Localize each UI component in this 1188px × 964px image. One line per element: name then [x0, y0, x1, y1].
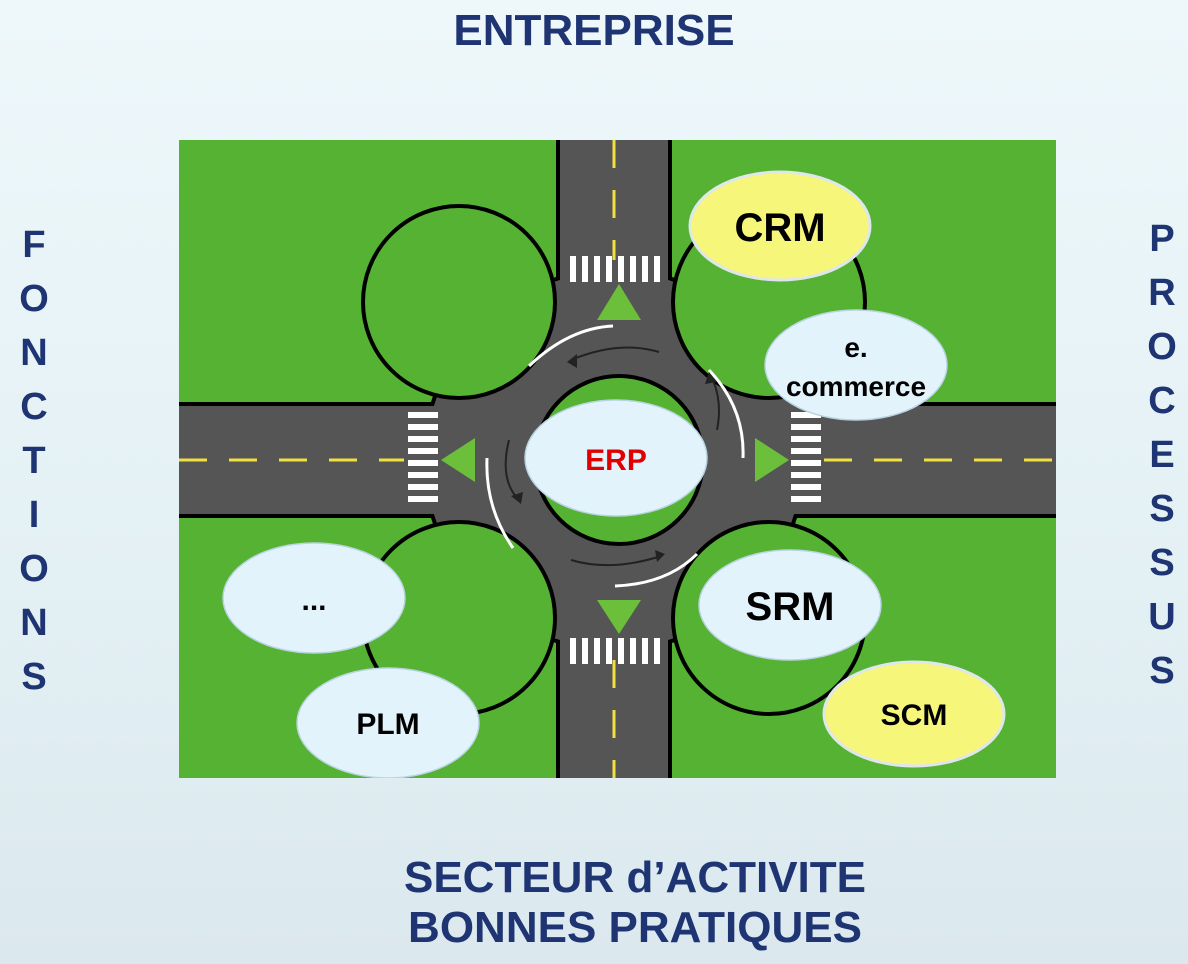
crosswalk-bottom [570, 638, 660, 664]
arrow-up-icon [597, 284, 641, 320]
rotation-arrowheads [511, 354, 717, 562]
vertical-label-processus: P R O C E S S U S [1147, 218, 1177, 692]
arrow-right-icon [755, 438, 789, 482]
crosswalk-left [408, 412, 438, 502]
vertical-label-fonctions: F O N C T I O N S [19, 224, 49, 698]
crm-bubble [688, 170, 872, 282]
crosswalk-right [791, 412, 821, 502]
ecommerce-label-line2: commerce [786, 371, 926, 402]
srm-label: SRM [746, 585, 835, 629]
lane-markings [179, 140, 1056, 778]
srm-bubble [698, 549, 882, 661]
roundabout-diagram: ERP CRM e. commerce SRM SCM PLM ... [179, 140, 1056, 778]
title-bottom: SECTEUR d’ACTIVITE BONNES PRATIQUES [210, 853, 1060, 953]
title-top: ENTREPRISE [453, 6, 735, 55]
ecommerce-bubble [764, 309, 948, 421]
crosswalk-top [570, 256, 660, 282]
etc-label: ... [301, 584, 326, 617]
title-bottom-line1: SECTEUR d’ACTIVITE [403, 853, 867, 902]
etc-bubble [222, 542, 406, 654]
plm-bubble [296, 667, 480, 778]
title-bottom-line2: BONNES PRATIQUES [408, 903, 862, 952]
erp-label: ERP [585, 444, 647, 477]
guide-lines [485, 324, 745, 588]
scm-bubble [822, 660, 1006, 768]
ecommerce-label-line1: e. [844, 332, 867, 363]
crm-label: CRM [734, 206, 825, 250]
arrow-down-icon [597, 600, 641, 634]
erp-bubble [524, 399, 708, 517]
plm-label: PLM [356, 708, 419, 741]
scm-label: SCM [881, 699, 948, 732]
arrow-left-icon [441, 438, 475, 482]
